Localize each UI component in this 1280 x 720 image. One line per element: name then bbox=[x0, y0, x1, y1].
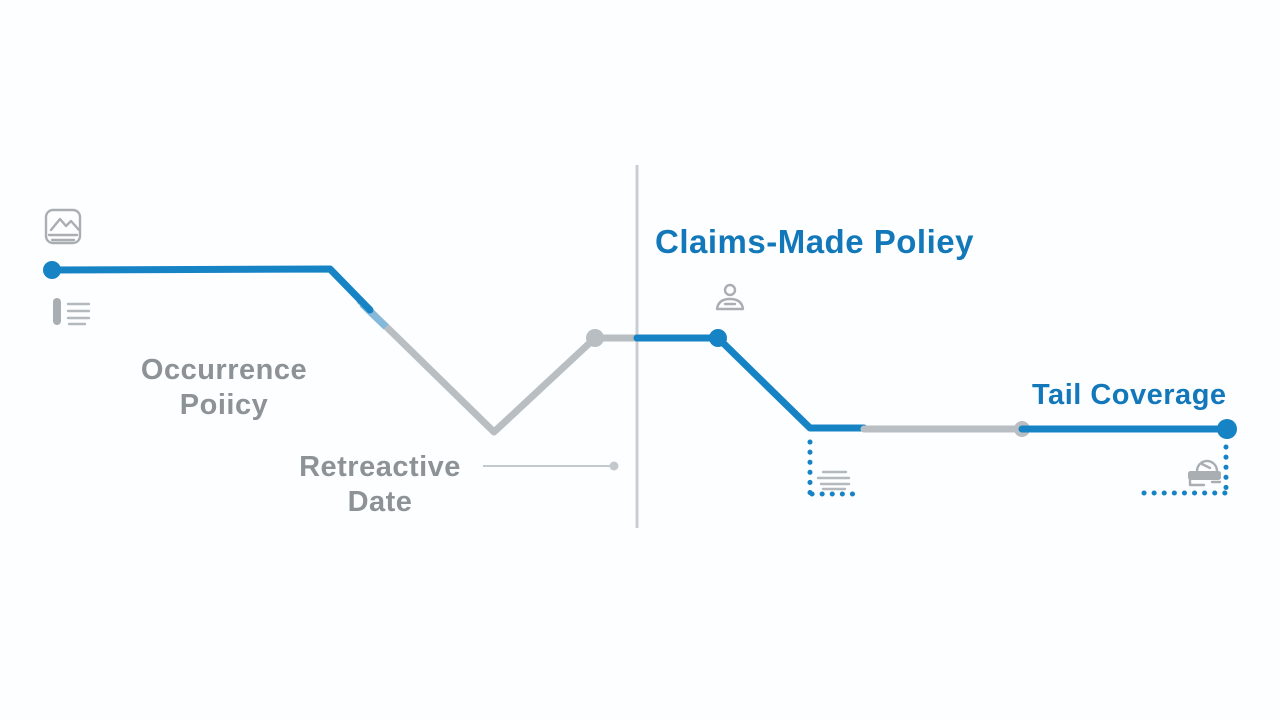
person-icon bbox=[715, 283, 745, 311]
occurrence-policy-line bbox=[43, 261, 644, 436]
tail-end-dot bbox=[1217, 419, 1237, 439]
tail-coverage-title: Tail Coverage bbox=[1032, 379, 1227, 411]
retroactive-date-pointer bbox=[483, 461, 619, 471]
occurrence-policy-label: Occurrence Poiicy bbox=[140, 354, 308, 421]
tail-dotted-bracket bbox=[1141, 444, 1229, 496]
claims-made-dot bbox=[709, 329, 727, 347]
claims-made-policy-line bbox=[633, 329, 1026, 433]
photo-icon bbox=[44, 208, 82, 245]
list-icon bbox=[53, 298, 91, 326]
claims-dotted-bracket bbox=[807, 439, 857, 497]
claims-made-policy-title: Claims-Made Poliey bbox=[655, 223, 974, 260]
document-lines-icon bbox=[816, 470, 851, 491]
tail-coverage-line bbox=[1014, 419, 1237, 439]
pre-divider-dot bbox=[586, 329, 604, 347]
occurrence-start-dot bbox=[43, 261, 61, 279]
retroactive-date-label: Retreactive Date bbox=[299, 451, 461, 518]
printer-icon bbox=[1188, 459, 1222, 487]
